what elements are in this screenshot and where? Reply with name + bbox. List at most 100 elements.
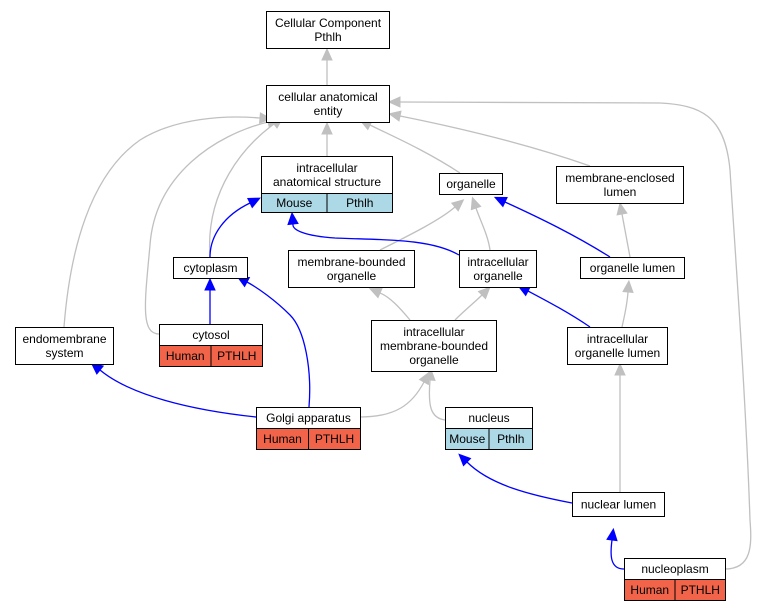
species-cell-mouse (326, 193, 393, 213)
node-box (266, 85, 390, 123)
node-label-line: lumen (604, 185, 637, 199)
species-cell-label: Human (166, 349, 205, 363)
edge-intracellular-organelle-to-intracellular-anatomical-structure (287, 211, 460, 256)
edge-intracellular-organelle-lumen-to-organelle-lumen (621, 279, 634, 328)
edge-arrowhead (321, 47, 333, 61)
edge-arrowhead (204, 277, 216, 291)
node-label-line: nuclear lumen (581, 498, 656, 512)
edge-intracellular-organelle-to-organelle (470, 196, 491, 251)
edge-arrowhead (387, 96, 401, 108)
species-cell-label: PTHLH (217, 349, 256, 363)
species-cell-label: Human (263, 432, 302, 446)
edge-arrowhead (247, 197, 261, 209)
node-box (288, 250, 415, 288)
edge-intracellular-membrane-bounded-organelle-to-membrane-bounded-organelle (368, 287, 411, 321)
node-label-line: intracellular (587, 332, 648, 346)
node-label-line: cytoplasm (183, 261, 237, 275)
node-label-line: organelle (409, 353, 459, 367)
edge-arrowhead (287, 211, 299, 226)
node-box (439, 173, 503, 195)
edge-nuclear-lumen-to-nucleus (458, 453, 573, 504)
edge-membrane-bounded-organelle-to-organelle (379, 199, 465, 251)
edge-cellular-anatomical-entity-to-cellular-component (321, 47, 333, 85)
edge-arrowhead (321, 121, 333, 135)
node-box (580, 257, 685, 279)
species-cell-mouse (488, 428, 533, 450)
node-label-line: nucleus (468, 411, 509, 425)
node-label-line: organelle (446, 177, 496, 191)
node-label-line: organelle lumen (575, 346, 660, 360)
edge-organelle-lumen-to-membrane-enclosed-lumen (616, 202, 631, 258)
node-label-line: system (45, 346, 83, 360)
node-box (371, 320, 497, 372)
species-cell-human (308, 428, 361, 450)
node-organelle[interactable]: organelle (439, 173, 503, 195)
edge-arrowhead (470, 196, 482, 211)
node-box (556, 166, 684, 204)
node-label-line: Golgi apparatus (266, 411, 351, 425)
node-box (261, 156, 393, 194)
node-label-line: Cellular Component (275, 16, 382, 30)
edge-organelle-lumen-to-organelle (493, 196, 611, 258)
species-cell-label: Mouse (449, 432, 485, 446)
node-box (173, 257, 248, 279)
node-label-line: organelle (473, 269, 523, 283)
node-label-line: endomembrane (22, 332, 106, 346)
edge-membrane-enclosed-lumen-to-cellular-anatomical-entity (388, 110, 591, 167)
edge-arrowhead (606, 527, 618, 542)
edge-intracellular-organelle-lumen-to-intracellular-organelle (517, 285, 591, 328)
species-cell-label: Pthlh (346, 196, 373, 210)
species-cell-label: Human (630, 583, 669, 597)
node-box (15, 327, 114, 365)
species-cell-label: PTHLH (315, 432, 354, 446)
species-cell-label: Pthlh (497, 432, 524, 446)
edges-layer (63, 47, 752, 570)
edge-arrowhead (477, 286, 491, 300)
species-cell-human (674, 579, 726, 601)
node-label-line: organelle lumen (590, 261, 675, 275)
edge-arrowhead (493, 196, 508, 208)
edge-arrowhead (622, 279, 634, 293)
edge-arrowhead (388, 110, 402, 122)
edge-golgi-apparatus-to-endomembrane-system (90, 362, 257, 418)
node-label-line: entity (314, 104, 343, 118)
edge-arrowhead (616, 202, 628, 216)
edge-arrowhead (368, 287, 383, 299)
node-label-line: organelle (327, 269, 377, 283)
species-cell-human (210, 345, 263, 367)
node-organelle-lumen[interactable]: organelle lumen (580, 257, 685, 279)
node-nuclear-lumen[interactable]: nuclear lumen (572, 492, 665, 517)
edge-nuclear-lumen-to-intracellular-organelle-lumen (614, 362, 626, 492)
edge-cytosol-to-cellular-anatomical-entity (144, 116, 280, 335)
edge-intracellular-anatomical-structure-to-cellular-anatomical-entity (321, 121, 333, 156)
node-box (567, 327, 668, 365)
node-box (266, 11, 390, 49)
edge-arrowhead (450, 199, 465, 212)
edge-golgi-apparatus-to-intracellular-membrane-bounded-organelle (359, 371, 430, 418)
node-label-line: intracellular (296, 161, 357, 175)
node-cytoplasm[interactable]: cytoplasm (173, 257, 248, 279)
node-label-line: intracellular (467, 255, 528, 269)
edge-intracellular-membrane-bounded-organelle-to-intracellular-organelle (454, 286, 491, 321)
node-label-line: cellular anatomical (278, 90, 377, 104)
edge-arrowhead (458, 453, 472, 467)
species-cell-label: Mouse (276, 196, 312, 210)
edge-arrowhead (259, 112, 273, 124)
edge-nucleoplasm-to-nuclear-lumen (606, 527, 625, 570)
edge-arrowhead (424, 367, 436, 381)
